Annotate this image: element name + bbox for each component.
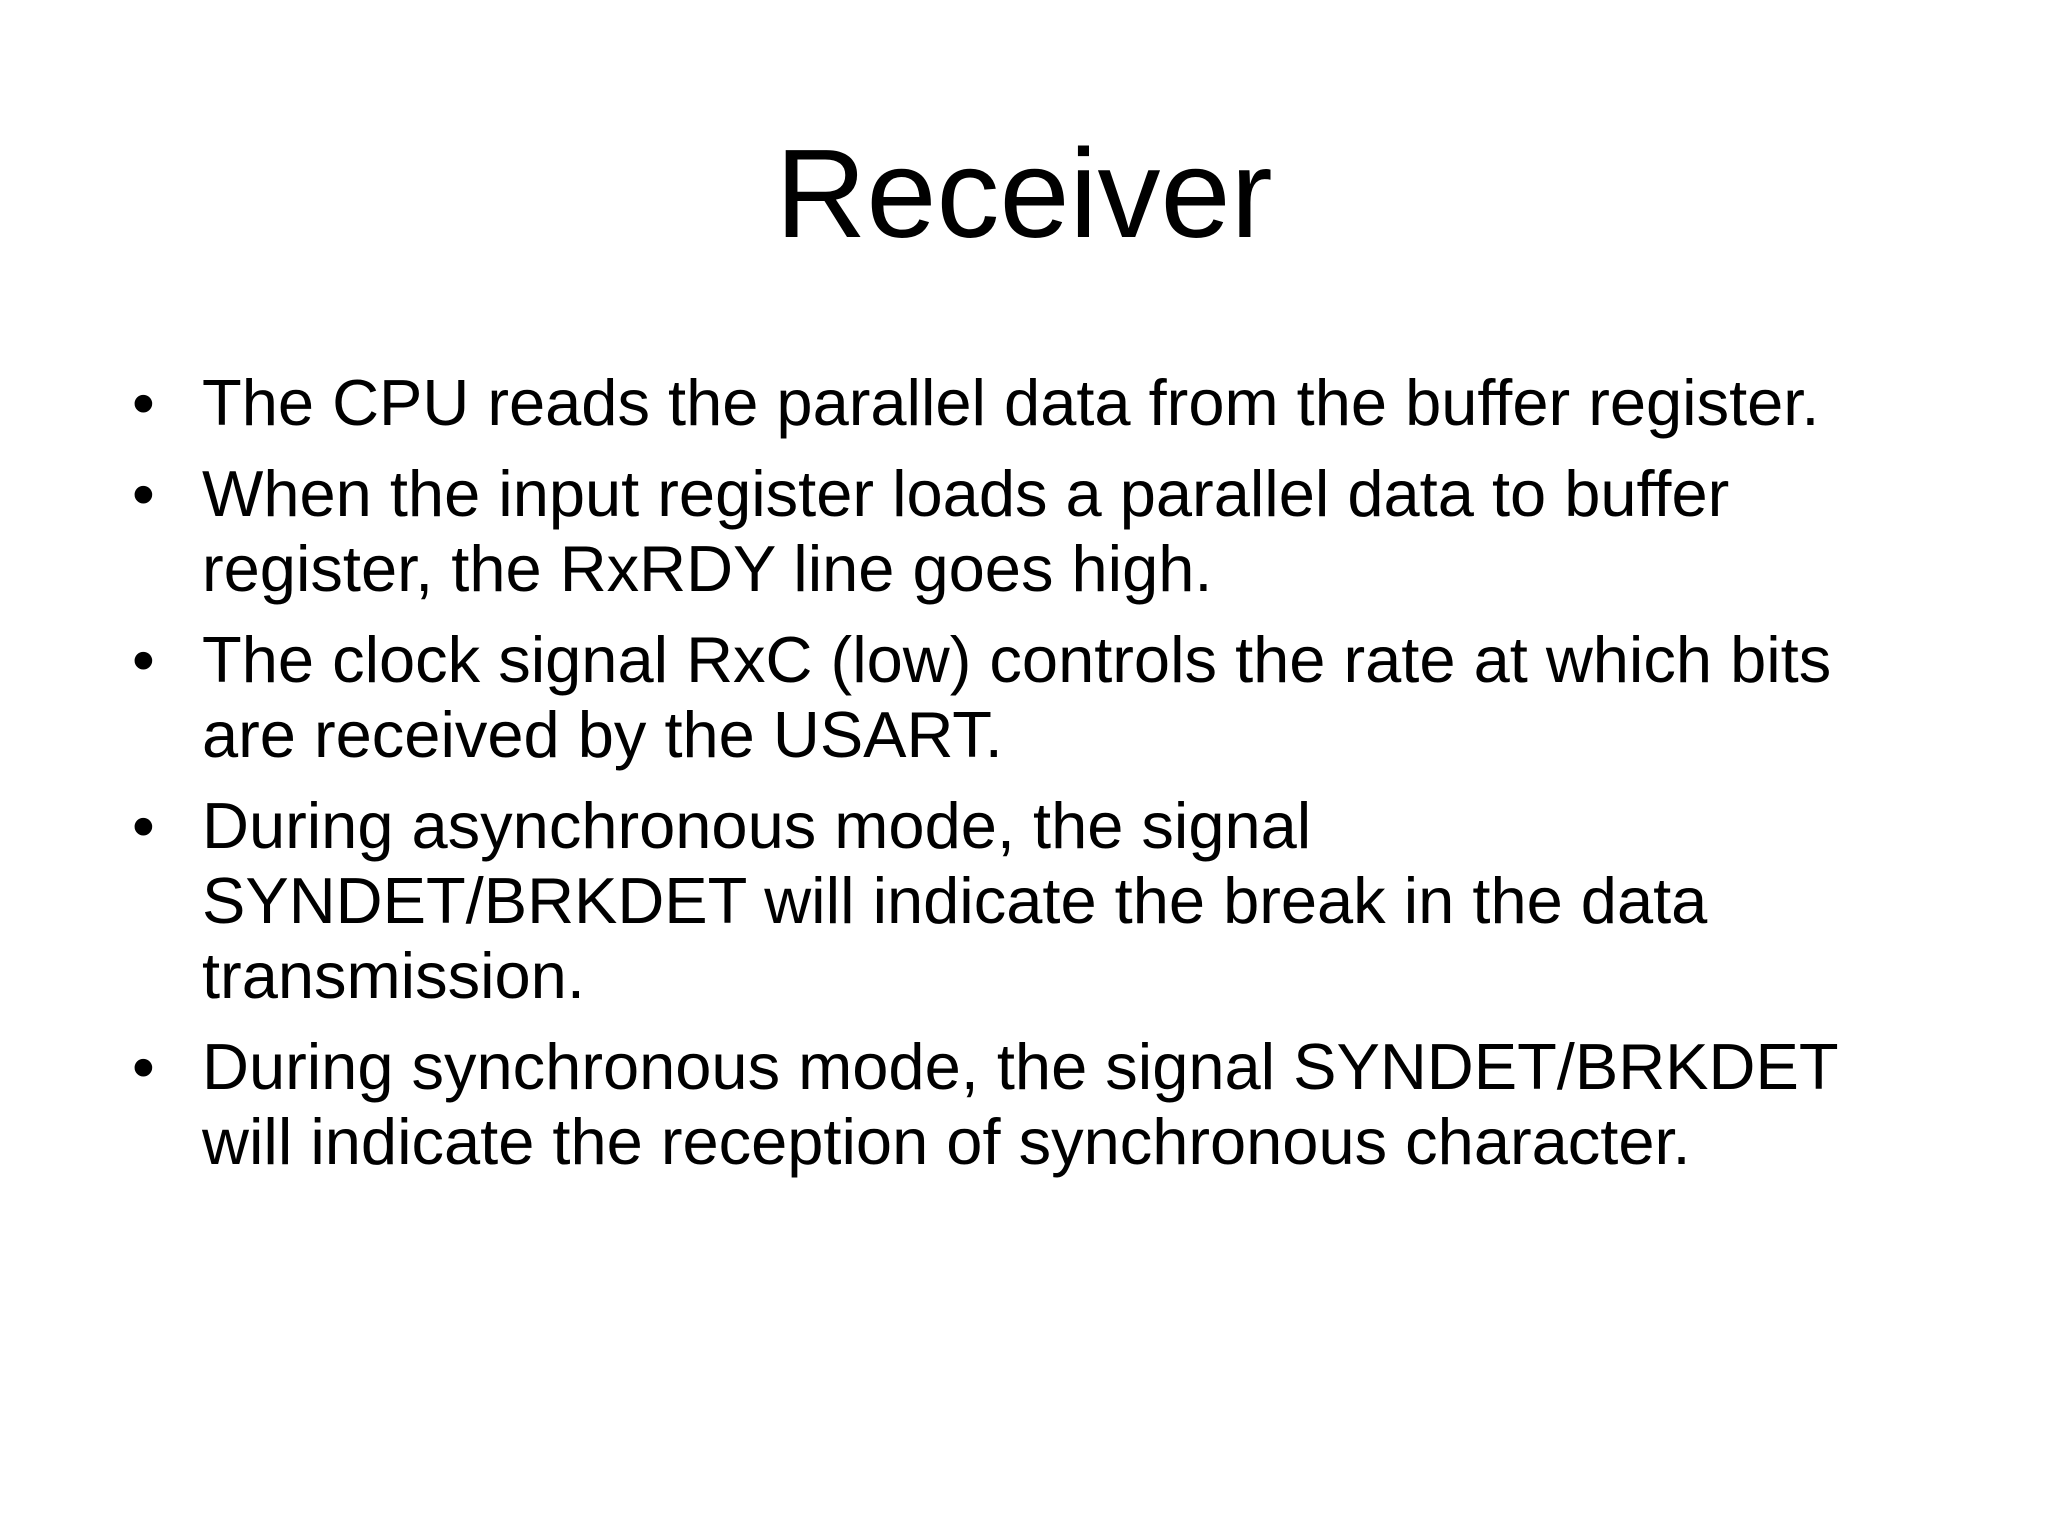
- bullet-item: • During asynchronous mode, the signal S…: [132, 788, 1968, 1013]
- bullet-marker: •: [132, 623, 155, 696]
- bullet-list: • The CPU reads the parallel data from t…: [132, 365, 1968, 1179]
- bullet-item: • The CPU reads the parallel data from t…: [132, 365, 1968, 440]
- bullet-item: • During synchronous mode, the signal SY…: [132, 1029, 1968, 1179]
- bullet-item: • When the input register loads a parall…: [132, 456, 1968, 606]
- bullet-text: During synchronous mode, the signal SYND…: [202, 1030, 1839, 1178]
- bullet-text: During asynchronous mode, the signal SYN…: [202, 789, 1708, 1012]
- bullet-marker: •: [132, 1030, 155, 1103]
- slide-title: Receiver: [775, 123, 1273, 264]
- bullet-text: The clock signal RxC (low) controls the …: [202, 623, 1832, 771]
- bullet-marker: •: [132, 366, 155, 439]
- bullet-text: The CPU reads the parallel data from the…: [202, 366, 1820, 439]
- bullet-marker: •: [132, 457, 155, 530]
- bullet-text: When the input register loads a parallel…: [202, 457, 1730, 605]
- bullet-marker: •: [132, 789, 155, 862]
- bullet-item: • The clock signal RxC (low) controls th…: [132, 622, 1968, 772]
